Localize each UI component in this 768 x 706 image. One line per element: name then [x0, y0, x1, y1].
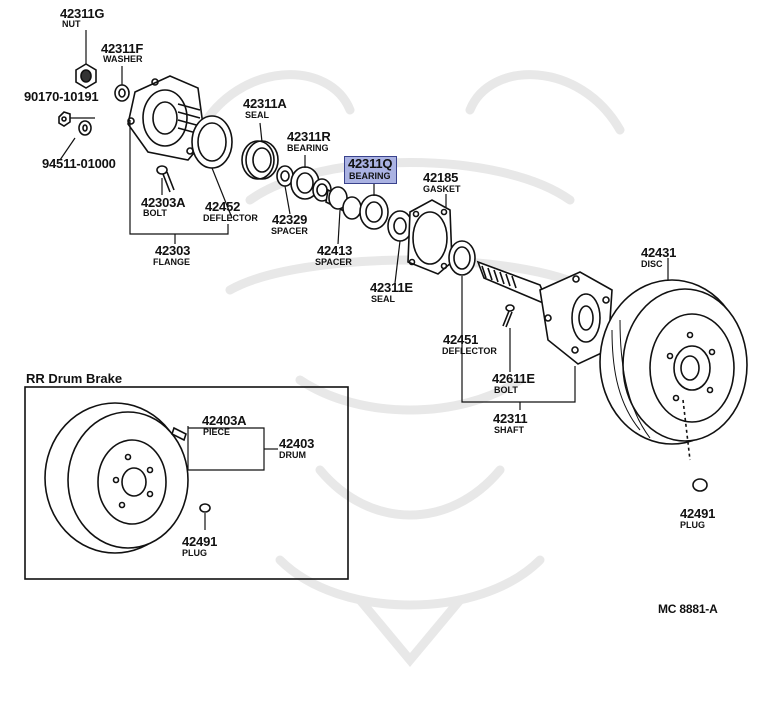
- washer-42311F: [114, 84, 130, 102]
- part-number-42303A: 42303A: [141, 195, 186, 210]
- part-number-42403: 42403: [279, 436, 315, 451]
- part-desc-42329: SPACER: [271, 226, 308, 236]
- part-desc-42413: SPACER: [315, 257, 352, 267]
- part-desc-42611E: BOLT: [494, 385, 518, 395]
- part-number-42431: 42431: [641, 245, 677, 260]
- part-desc-42311Q: BEARING: [349, 171, 391, 181]
- parts-drawing: [24, 30, 748, 580]
- gasket-42185: [407, 199, 453, 275]
- part-desc-42403A: PIECE: [203, 427, 231, 437]
- part-desc-42311A: SEAL: [245, 110, 270, 120]
- part-desc-42311G: NUT: [62, 19, 81, 29]
- part-desc-42185: GASKET: [423, 184, 461, 194]
- part-number-42311E: 42311E: [370, 280, 413, 295]
- washer-94511-01000: [78, 120, 92, 136]
- bolt-42611E: [502, 304, 515, 328]
- part-desc-42491-inset: PLUG: [182, 548, 208, 558]
- part-number-42329: 42329: [272, 212, 308, 227]
- part-number-42303: 42303: [155, 243, 191, 258]
- part-desc-42403: DRUM: [279, 450, 306, 460]
- reference-code: MC 8881-A: [658, 602, 718, 616]
- seal-42311A: [241, 140, 279, 180]
- part-number-42311F: 42311F: [101, 41, 144, 56]
- part-number-42311G: 42311G: [60, 6, 105, 21]
- part-number-42451: 42451: [443, 332, 479, 347]
- part-desc-42311E: SEAL: [371, 294, 396, 304]
- part-number-42311A: 42311A: [243, 96, 287, 111]
- drum-42403: [44, 402, 189, 554]
- inset-title: RR Drum Brake: [26, 371, 123, 386]
- nut-42311G: [75, 63, 97, 89]
- part-number-42311: 42311: [493, 411, 528, 426]
- part-number-42413: 42413: [317, 243, 353, 258]
- part-desc-42452: DEFLECTOR: [203, 213, 258, 223]
- nut-90170-10191: [58, 111, 71, 127]
- disc-42431: [599, 279, 748, 445]
- part-desc-42311R: BEARING: [287, 143, 329, 153]
- part-number-42311R: 42311R: [287, 129, 331, 144]
- plug-42491-right: [682, 399, 708, 492]
- part-number-42611E: 42611E: [492, 371, 535, 386]
- part-number-42185: 42185: [423, 170, 459, 185]
- part-desc-42311: SHAFT: [494, 425, 524, 435]
- plug-42491-inset: [199, 503, 211, 513]
- part-number-94511-01000: 94511-01000: [42, 156, 116, 171]
- spacer-42413: [325, 186, 362, 220]
- part-number-42452: 42452: [205, 199, 241, 214]
- part-number-90170-10191: 90170-10191: [24, 89, 99, 104]
- bearing-42311Q: [359, 194, 389, 230]
- bolt-42303A: [156, 165, 175, 193]
- deflector-42452: [191, 115, 233, 169]
- part-desc-42303A: BOLT: [143, 208, 167, 218]
- inset-frame: [24, 386, 349, 580]
- part-desc-42491-right: PLUG: [680, 520, 706, 530]
- part-number-42311Q-highlighted[interactable]: 42311Q: [343, 156, 398, 184]
- callout-lines: [59, 30, 669, 410]
- part-number-42491-inset: 42491: [182, 534, 218, 549]
- part-number-42403A: 42403A: [202, 413, 247, 428]
- part-number-42491-right: 42491: [680, 506, 716, 521]
- deflector-42451: [448, 240, 476, 276]
- part-desc-42303: FLANGE: [153, 257, 190, 267]
- part-desc-42451: DEFLECTOR: [442, 346, 497, 356]
- part-desc-42311F: WASHER: [103, 54, 143, 64]
- flange-42303: [127, 75, 206, 161]
- part-desc-42431: DISC: [641, 259, 663, 269]
